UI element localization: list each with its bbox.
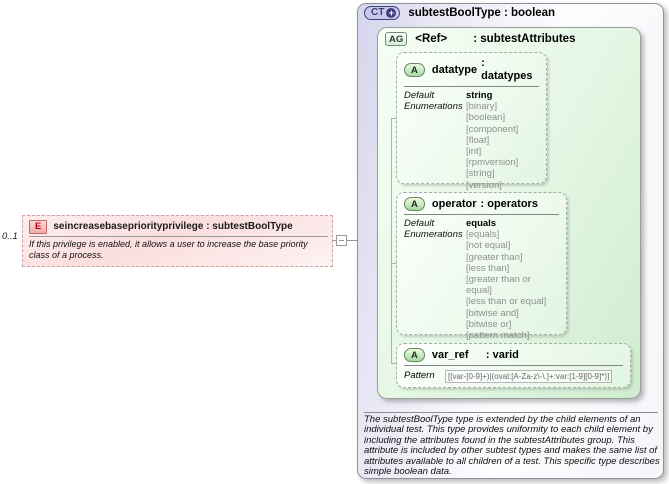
attribute-box-var-ref[interactable]: A var_ref : varid Pattern [[var-[0-9]+)|…: [396, 343, 631, 388]
attribute-facets: Pattern [[var-[0-9]+)|(oval:[A-Za-z\-\.]…: [397, 368, 630, 383]
expand-plus-icon: +: [386, 8, 397, 18]
element-title: seincreasebasepriorityprivilege : subtes…: [53, 221, 293, 232]
enum-value: [rpmversion]: [466, 157, 519, 169]
documentation-separator: [364, 412, 658, 413]
bracket-stub: [391, 118, 396, 119]
enum-value: [int]: [466, 146, 482, 158]
enum-value: [binary]: [466, 101, 498, 113]
attribute-separator: [404, 86, 539, 87]
enum-value: [bitwise and]: [466, 307, 519, 319]
attribute-name: datatype: [431, 63, 478, 76]
default-value: string: [466, 90, 493, 101]
minus-icon: [339, 240, 344, 241]
attribute-facets: Default Enumerations equals [equals][not…: [397, 217, 566, 342]
bracket-stub: [391, 263, 396, 264]
enum-value: [not equal]: [466, 240, 511, 252]
default-value: equals: [466, 218, 497, 229]
pattern-value: [[var-[0-9]+)|(oval:[A-Za-z\-\.]+:var:[1…: [445, 370, 613, 383]
enum-list: [binary][boolean][component][float][int]…: [466, 101, 518, 191]
attribute-separator: [404, 214, 559, 215]
complex-type-title: subtestBoolType : boolean: [408, 7, 556, 19]
pattern-label: Pattern: [404, 370, 435, 381]
enum-value: [pattern match]: [466, 330, 530, 342]
attribute-name: operator: [431, 197, 477, 210]
element-header: E seincreasebasepriorityprivilege : subt…: [23, 216, 332, 235]
attribute-bracket-line: [391, 118, 392, 364]
attribute-group-badge-icon: AG: [385, 32, 408, 46]
attribute-header: A var_ref : varid: [397, 344, 630, 364]
enum-value: [equals]: [466, 229, 500, 241]
enum-list: [equals][not equal][greater than][less t…: [466, 229, 559, 341]
attribute-type: : operators: [480, 197, 538, 210]
attribute-group-ref: <Ref>: [415, 32, 448, 45]
complex-type-header: CT + subtestBoolType : boolean: [364, 6, 555, 20]
attribute-group-header: AG <Ref> : subtestAttributes: [385, 32, 575, 46]
attribute-group-type: : subtestAttributes: [473, 32, 576, 45]
default-label: Default: [404, 218, 435, 229]
attribute-badge-icon: A: [404, 197, 425, 211]
element-box[interactable]: E seincreasebasepriorityprivilege : subt…: [22, 215, 333, 267]
attribute-type: : varid: [485, 348, 519, 361]
attribute-badge-icon: A: [404, 63, 425, 77]
default-label: Default: [404, 90, 435, 101]
cardinality-label: 0..1: [2, 231, 18, 242]
attribute-header: A operator : operators: [397, 193, 566, 213]
enum-value: [bitwise or]: [466, 318, 512, 330]
attribute-separator: [404, 365, 623, 366]
attribute-type: : datatypes: [481, 57, 533, 82]
enum-value: [less than]: [466, 262, 510, 274]
attribute-box-datatype[interactable]: A datatype : datatypes Default Enumerati…: [396, 52, 547, 191]
enum-value: [version]: [466, 179, 502, 191]
attribute-facets: Default Enumerations string [binary][boo…: [397, 89, 546, 192]
enumerations-label: Enumerations: [404, 101, 463, 113]
enum-value: [string]: [466, 168, 495, 180]
enum-value: [greater than]: [466, 251, 523, 263]
collapse-handle[interactable]: [336, 235, 347, 246]
enumerations-label: Enumerations: [404, 229, 463, 241]
ct-badge-label: CT: [371, 7, 385, 18]
documentation-text: The subtestBoolType type is extended by …: [364, 414, 660, 478]
element-separator: [29, 236, 328, 237]
attribute-name: var_ref: [431, 348, 469, 361]
element-annotation: If this privilege is enabled, it allows …: [29, 239, 308, 260]
enum-value: [float]: [466, 134, 490, 146]
enum-value: [boolean]: [466, 112, 506, 124]
complex-type-badge-icon[interactable]: CT +: [364, 6, 401, 20]
enum-value: [less than or equal]: [466, 296, 547, 308]
attribute-header: A datatype : datatypes: [397, 53, 546, 85]
bracket-stub: [391, 363, 396, 364]
attribute-box-operator[interactable]: A operator : operators Default Enumerati…: [396, 192, 567, 341]
enum-value: [greater than or equal]: [466, 274, 531, 297]
enum-value: [component]: [466, 123, 519, 135]
element-badge-icon: E: [29, 220, 48, 234]
attribute-badge-icon: A: [404, 348, 425, 362]
